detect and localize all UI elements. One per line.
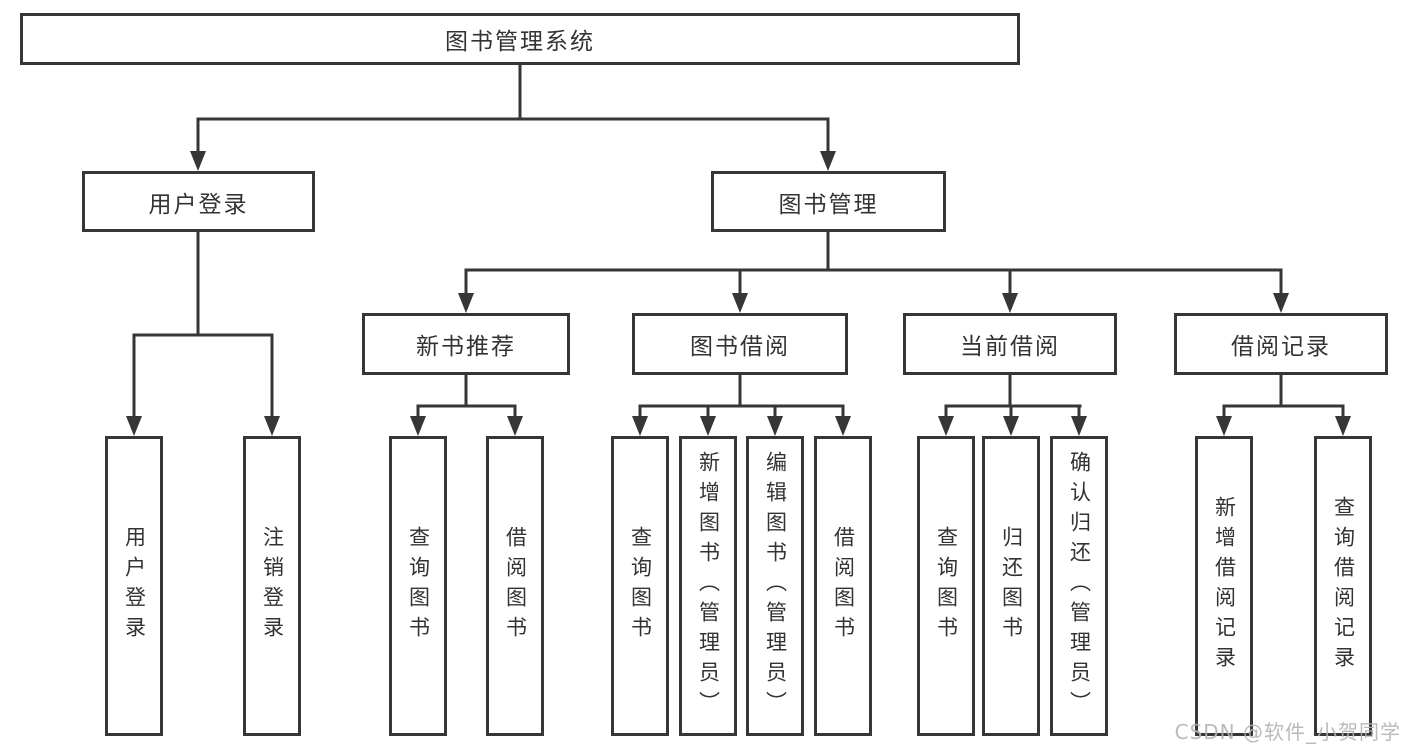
- node-new-book-recommend: 新书推荐: [362, 313, 570, 375]
- node-book-borrowing: 图书借阅: [632, 313, 848, 375]
- arrow-down-icon: [410, 416, 426, 436]
- node-label: 新增借阅记录: [1212, 496, 1237, 676]
- leaf-user-login: 用户登录: [105, 436, 163, 736]
- arrow-down-icon: [632, 416, 648, 436]
- arrow-down-icon: [507, 416, 523, 436]
- leaf-edit-books-admin: 编辑图书（管理员）: [746, 436, 804, 736]
- leaf-query-books-borrow: 查询图书: [611, 436, 669, 736]
- node-label: 归还图书: [999, 526, 1024, 646]
- leaf-logout: 注销登录: [243, 436, 301, 736]
- node-label: 注销登录: [260, 526, 285, 646]
- node-book-management: 图书管理: [711, 171, 946, 232]
- arrow-down-icon: [1216, 416, 1232, 436]
- csdn-watermark: CSDN @软件_小贺同学: [1174, 720, 1401, 744]
- node-current-borrowing: 当前借阅: [903, 313, 1117, 375]
- node-label: 图书管理: [778, 191, 879, 218]
- arrow-down-icon: [1273, 293, 1289, 313]
- leaf-query-borrow-record: 查询借阅记录: [1314, 436, 1372, 736]
- leaf-return-books: 归还图书: [982, 436, 1040, 736]
- node-user-login: 用户登录: [82, 171, 315, 232]
- node-label: 编辑图书（管理员）: [763, 451, 788, 721]
- arrow-down-icon: [835, 416, 851, 436]
- leaf-add-borrow-record: 新增借阅记录: [1195, 436, 1253, 736]
- arrow-down-icon: [458, 293, 474, 313]
- node-label: 查询图书: [934, 526, 959, 646]
- node-label: 确认归还（管理员）: [1067, 451, 1092, 721]
- arrow-down-icon: [767, 416, 783, 436]
- arrow-down-icon: [1071, 416, 1087, 436]
- node-label: 图书借阅: [690, 334, 790, 360]
- arrowheads: [126, 151, 1351, 436]
- node-label: 查询图书: [628, 526, 653, 646]
- leaf-query-books-recommend: 查询图书: [389, 436, 447, 736]
- arrow-down-icon: [700, 416, 716, 436]
- node-library-system: 图书管理系统: [20, 13, 1020, 65]
- node-label: 查询图书: [406, 526, 431, 646]
- node-label: 新书推荐: [416, 334, 516, 360]
- leaf-borrow-books-recommend: 借阅图书: [486, 436, 544, 736]
- node-label: 新增图书（管理员）: [696, 451, 721, 721]
- leaf-query-books-current: 查询图书: [917, 436, 975, 736]
- node-borrowing-records: 借阅记录: [1174, 313, 1388, 375]
- node-label: 借阅图书: [831, 526, 856, 646]
- node-label: 查询借阅记录: [1331, 496, 1356, 676]
- arrow-down-icon: [1003, 416, 1019, 436]
- arrow-down-icon: [126, 416, 142, 436]
- leaf-borrow-books: 借阅图书: [814, 436, 872, 736]
- arrow-down-icon: [1002, 293, 1018, 313]
- arrow-down-icon: [264, 416, 280, 436]
- node-label: 图书管理系统: [445, 29, 595, 55]
- arrow-down-icon: [1335, 416, 1351, 436]
- arrow-down-icon: [732, 293, 748, 313]
- arrow-down-icon: [820, 151, 836, 171]
- connector-paths: [132, 65, 1345, 418]
- node-label: 借阅图书: [503, 526, 528, 646]
- node-label: 借阅记录: [1231, 334, 1331, 360]
- leaf-add-books-admin: 新增图书（管理员）: [679, 436, 737, 736]
- arrow-down-icon: [190, 151, 206, 171]
- arrow-down-icon: [938, 416, 954, 436]
- leaf-confirm-return-admin: 确认归还（管理员）: [1050, 436, 1108, 736]
- node-label: 当前借阅: [960, 334, 1060, 360]
- node-label: 用户登录: [148, 191, 249, 218]
- node-label: 用户登录: [122, 526, 147, 646]
